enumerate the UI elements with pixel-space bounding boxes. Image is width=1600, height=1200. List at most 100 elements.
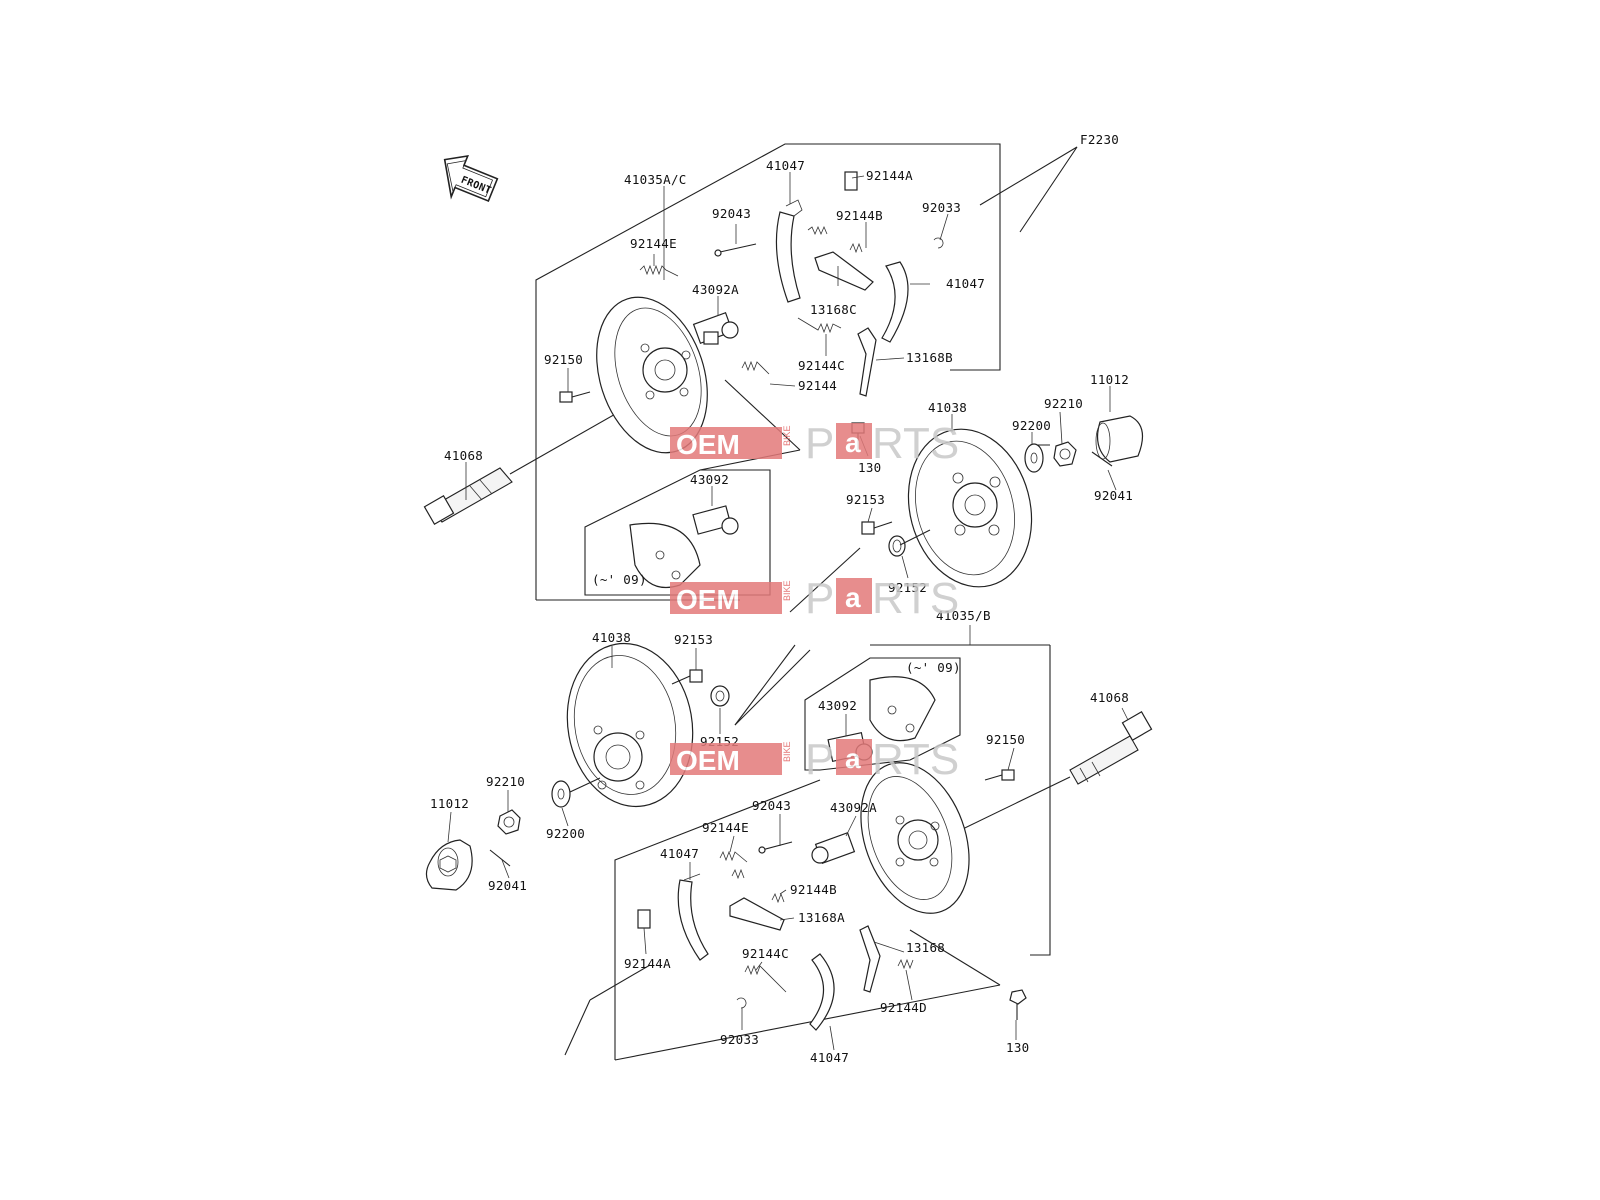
bottom-assembly bbox=[425, 642, 1153, 1061]
watermark-3: OEM BIKE P a RTS bbox=[670, 735, 959, 784]
top-spring-b bbox=[807, 225, 863, 254]
svg-text:RTS: RTS bbox=[872, 735, 959, 784]
svg-text:a: a bbox=[845, 427, 861, 458]
top-frame bbox=[535, 143, 1001, 600]
top-brake-shoe-2 bbox=[881, 261, 909, 343]
bottom-spring-e bbox=[719, 850, 748, 863]
top-spring-c bbox=[797, 317, 842, 334]
top-lever-c bbox=[814, 251, 874, 291]
label-92200-top: 92200 bbox=[1012, 418, 1051, 433]
bottom-washer-92200 bbox=[551, 780, 571, 808]
label-13168c-top: 13168C bbox=[810, 302, 857, 317]
bottom-wheel-cylinder-a bbox=[811, 832, 856, 864]
label-92144-top: 92144 bbox=[798, 378, 837, 393]
bottom-brake-drum bbox=[566, 642, 694, 808]
top-lever-b bbox=[857, 327, 877, 397]
label-11012-top: 11012 bbox=[1090, 372, 1129, 387]
bottom-frame bbox=[1030, 645, 1051, 956]
label-13168a-bottom: 13168A bbox=[798, 910, 845, 925]
figure-code: F2230 bbox=[1080, 132, 1119, 147]
bottom-detail-box bbox=[804, 657, 961, 771]
bottom-nut-92210 bbox=[497, 809, 521, 835]
label-92144a-top: 92144A bbox=[866, 168, 913, 183]
svg-text:a: a bbox=[845, 582, 861, 613]
label-92150-bottom: 92150 bbox=[986, 732, 1025, 747]
bottom-brake-shoe-1 bbox=[677, 879, 709, 961]
bottom-clip-92033 bbox=[736, 997, 747, 1009]
label-13168b-top: 13168B bbox=[906, 350, 953, 365]
label-41047-bottom-2: 41047 bbox=[810, 1050, 849, 1065]
top-wheel-cylinder-a bbox=[692, 312, 739, 345]
label-92210-top: 92210 bbox=[1044, 396, 1083, 411]
label-43092a-top: 43092A bbox=[692, 282, 739, 297]
label-92153-bottom: 92153 bbox=[674, 632, 713, 647]
label-41038-bottom: 41038 bbox=[592, 630, 631, 645]
bottom-labels: 41035/B 41038 92153 (~' 09) 43092 41068 … bbox=[430, 608, 1129, 1065]
label-92041-bottom: 92041 bbox=[488, 878, 527, 893]
svg-text:OEM: OEM bbox=[676, 429, 740, 460]
top-clip-92033 bbox=[933, 237, 944, 249]
label-41038-top: 41038 bbox=[928, 400, 967, 415]
top-cotter-pin bbox=[1091, 451, 1113, 467]
label-92144d-bottom: 92144D bbox=[880, 1000, 927, 1015]
top-spring-92144 bbox=[741, 360, 770, 375]
watermark-1: OEM BIKE P a RTS bbox=[670, 419, 959, 468]
top-bolt-92153 bbox=[861, 521, 893, 535]
label-92043-top: 92043 bbox=[712, 206, 751, 221]
svg-text:RTS: RTS bbox=[872, 419, 959, 468]
bottom-spring-b bbox=[731, 868, 785, 904]
bottom-lever-a bbox=[729, 897, 785, 931]
label-92043-bottom: 92043 bbox=[752, 798, 791, 813]
bottom-lever bbox=[859, 925, 881, 993]
bottom-axle-shaft bbox=[939, 711, 1153, 841]
top-spring-e bbox=[639, 264, 679, 277]
top-assembly bbox=[423, 143, 1144, 613]
svg-text:BIKE: BIKE bbox=[782, 580, 792, 601]
svg-text:P: P bbox=[805, 735, 834, 784]
label-43092a-bottom: 43092A bbox=[830, 800, 877, 815]
label-92144c-bottom: 92144C bbox=[742, 946, 789, 961]
bottom-spring-a-clip bbox=[637, 909, 651, 929]
top-detail-box bbox=[584, 469, 771, 596]
label-13168-bottom: 13168 bbox=[906, 940, 945, 955]
label-41047-bottom-1: 41047 bbox=[660, 846, 699, 861]
label-41068-bottom: 41068 bbox=[1090, 690, 1129, 705]
label-92152-top: 92152 bbox=[888, 580, 927, 595]
top-pin-92043 bbox=[714, 243, 757, 257]
svg-text:RTS: RTS bbox=[872, 574, 959, 623]
svg-text:P: P bbox=[805, 574, 834, 623]
top-brake-drum bbox=[907, 428, 1033, 588]
label-92144b-bottom: 92144B bbox=[790, 882, 837, 897]
top-labels: 41035A/C 41047 92144A 92043 92144B 92033… bbox=[444, 158, 1133, 595]
bottom-spring-c bbox=[744, 964, 787, 993]
label-92033-top: 92033 bbox=[922, 200, 961, 215]
label-41035b-bottom: 41035/B bbox=[936, 608, 991, 623]
top-hub-cap bbox=[1095, 415, 1144, 463]
top-bolt-92150 bbox=[559, 391, 591, 403]
svg-text:OEM: OEM bbox=[676, 745, 740, 776]
label-92144c-top: 92144C bbox=[798, 358, 845, 373]
svg-text:P: P bbox=[805, 419, 834, 468]
bottom-bolt-92150 bbox=[984, 769, 1015, 781]
label-92144b-top: 92144B bbox=[836, 208, 883, 223]
svg-text:BIKE: BIKE bbox=[782, 741, 792, 762]
bottom-spring-d bbox=[897, 958, 914, 970]
label-43092-top: 43092 bbox=[690, 472, 729, 487]
label-130-top: 130 bbox=[858, 460, 881, 475]
bottom-leader-lines bbox=[447, 625, 1129, 1051]
label-41068-top: 41068 bbox=[444, 448, 483, 463]
svg-text:a: a bbox=[845, 743, 861, 774]
top-brake-shoe-1 bbox=[775, 211, 801, 303]
label-92153-top: 92153 bbox=[846, 492, 885, 507]
label-92150-top: 92150 bbox=[544, 352, 583, 367]
label-41047-top-1: 41047 bbox=[766, 158, 805, 173]
label-92210-bottom: 92210 bbox=[486, 774, 525, 789]
top-nut-92210 bbox=[1053, 441, 1077, 467]
bottom-cotter-pin bbox=[489, 849, 511, 867]
label-92041-top: 92041 bbox=[1094, 488, 1133, 503]
label-note-bottom: (~' 09) bbox=[906, 660, 961, 675]
label-92033-bottom: 92033 bbox=[720, 1032, 759, 1047]
top-seal-92152 bbox=[888, 535, 906, 557]
bottom-hub-cap bbox=[425, 839, 473, 891]
